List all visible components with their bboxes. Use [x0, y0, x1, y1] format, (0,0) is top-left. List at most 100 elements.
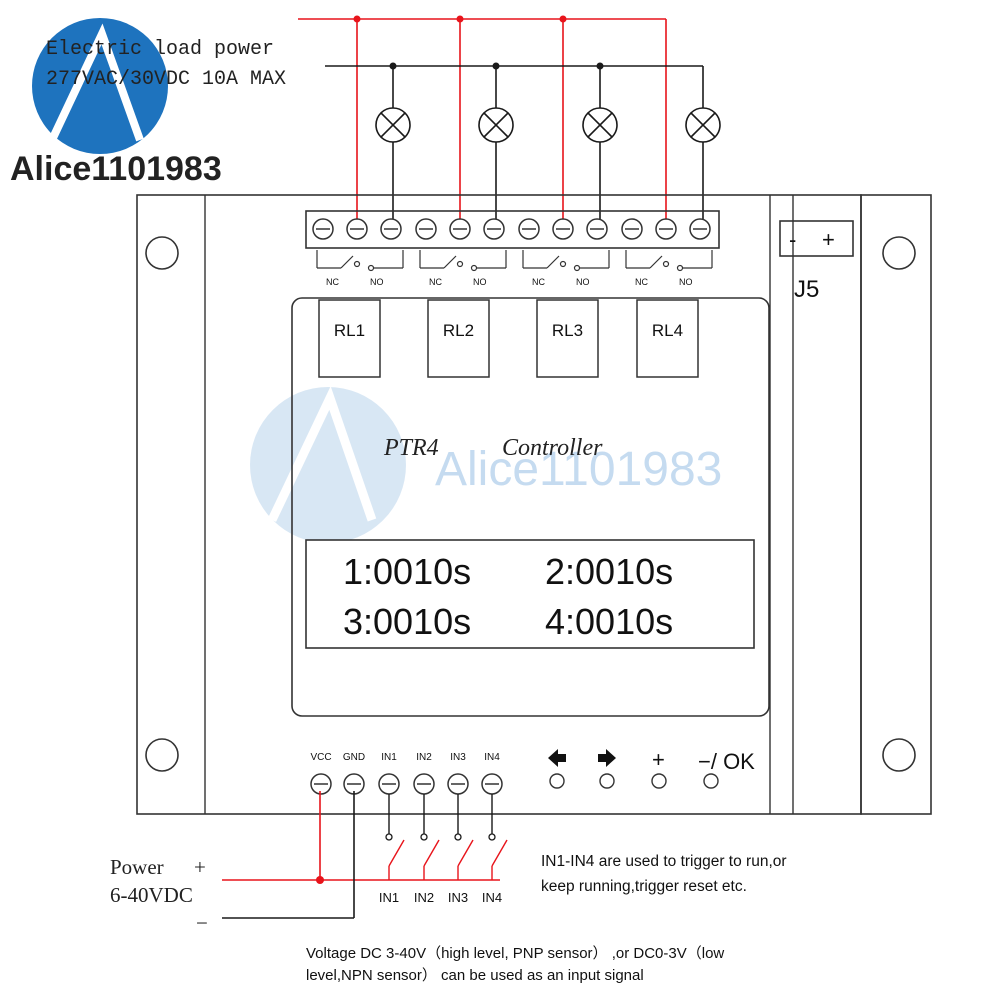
input-switch-4: IN4 [482, 794, 508, 905]
input-terminal-label: GND [343, 752, 365, 763]
relay-label: RL1 [334, 321, 365, 340]
no-label: NO [370, 277, 384, 287]
input-terminal-in2: IN2 [413, 752, 435, 795]
center-watermark-text: Alice1101983 [435, 443, 722, 496]
relay-contact-1: NC NO [316, 250, 404, 287]
output-terminal-screw-icon [380, 218, 402, 240]
brand-logo-text: Alice1101983 [10, 150, 222, 188]
output-terminal-screw-icon [552, 218, 574, 240]
voltage-note-line1: Voltage DC 3-40V（high level, PNP sensor）… [306, 945, 724, 962]
input-switch-label: IN2 [414, 890, 434, 905]
output-terminal-screw-icon [621, 218, 643, 240]
output-terminal-screw-icon [346, 218, 368, 240]
lcd-timer-1: 1:0010s [343, 551, 471, 592]
arrow-left-icon[interactable] [548, 749, 566, 767]
plus-button-label: + [652, 747, 665, 772]
relay-3: RL3 [536, 299, 599, 378]
relay-contacts: NC NO NC NO NC NO NC NO [316, 250, 713, 287]
lamp-2-icon [478, 107, 514, 143]
relay-label: RL2 [443, 321, 474, 340]
input-switch-label: IN1 [379, 890, 399, 905]
load-power-title: Electric load power [46, 38, 274, 61]
load-power-rating: 277VAC/30VDC 10A MAX [46, 68, 286, 91]
minus-ok-button-label: −/ OK [698, 749, 755, 774]
logo-letter-a-icon [48, 23, 144, 142]
power-plus: + [194, 855, 206, 879]
input-terminal-label: IN1 [381, 752, 397, 763]
mount-hole-icon [145, 236, 179, 270]
j5-label: J5 [794, 276, 819, 303]
input-switch-2: IN2 [414, 794, 440, 905]
module-title-controller: Controller [502, 435, 603, 461]
input-terminal-in4: IN4 [481, 752, 503, 795]
input-terminal-in1: IN1 [378, 752, 400, 795]
input-switch-label: IN4 [482, 890, 502, 905]
input-switch-label: IN3 [448, 890, 468, 905]
j5-plus: + [822, 227, 835, 252]
relay-label: RL4 [652, 321, 683, 340]
input-terminal-in3: IN3 [447, 752, 469, 795]
load-wiring [298, 15, 721, 229]
module-cover [291, 297, 770, 717]
nc-label: NC [429, 277, 442, 287]
output-terminal-block [305, 210, 720, 249]
module-title-model: PTR4 [383, 435, 439, 461]
nc-label: NC [532, 277, 545, 287]
output-terminal-screw-icon [483, 218, 505, 240]
j5-connector: - + J5 [779, 220, 854, 303]
plus-button[interactable] [651, 773, 667, 789]
nc-label: NC [326, 277, 339, 287]
lcd-timer-4: 4:0010s [545, 601, 673, 642]
no-label: NO [473, 277, 487, 287]
input-wiring: IN1 IN2 IN3 IN4 [222, 791, 508, 919]
relay-1: RL1 [318, 299, 381, 378]
no-label: NO [679, 277, 693, 287]
input-terminal-vcc: VCC [310, 752, 332, 795]
relay-contact-2: NC NO [419, 250, 507, 287]
arrow-right-icon[interactable] [598, 749, 616, 767]
nc-label: NC [635, 277, 648, 287]
right-button[interactable] [599, 773, 615, 789]
output-terminal-screw-icon [312, 218, 334, 240]
lamp-1-icon [375, 107, 411, 143]
input-switch-3: IN3 [448, 794, 474, 905]
relay-contact-4: NC NO [625, 250, 713, 287]
relays: RL1 RL2 RL3 RL4 [318, 299, 699, 378]
mount-hole-icon [882, 738, 916, 772]
power-label: Power [110, 855, 164, 879]
input-terminal-label: IN2 [416, 752, 432, 763]
lcd-timer-3: 3:0010s [343, 601, 471, 642]
power-voltage: 6-40VDC [110, 883, 193, 907]
input-switch-1: IN1 [379, 794, 405, 905]
relay-label: RL3 [552, 321, 583, 340]
no-label: NO [576, 277, 590, 287]
lamp-4-icon [685, 107, 721, 143]
output-terminal-screw-icon [415, 218, 437, 240]
lcd-timer-2: 2:0010s [545, 551, 673, 592]
watermark-circle-icon [250, 387, 406, 543]
input-terminal-label: IN4 [484, 752, 500, 763]
input-terminal-label: IN3 [450, 752, 466, 763]
center-watermark: Alice1101983 [250, 386, 722, 543]
output-terminal-screw-icon [586, 218, 608, 240]
input-terminals: VCC GND IN1 IN2 IN3 IN4 [310, 752, 503, 795]
minus-ok-button[interactable] [703, 773, 719, 789]
brand-logo: Alice1101983 [10, 18, 222, 188]
lcd-display: 1:0010s 2:0010s 3:0010s 4:0010s [305, 539, 755, 649]
relay-4: RL4 [636, 299, 699, 378]
voltage-note-line2: level,NPN sensor） can be used as an inpu… [306, 967, 644, 984]
left-button[interactable] [549, 773, 565, 789]
output-terminal-screw-icon [449, 218, 471, 240]
mount-hole-icon [882, 236, 916, 270]
output-terminal-screw-icon [518, 218, 540, 240]
button-panel: + −/ OK [548, 747, 755, 789]
relay-contact-3: NC NO [522, 250, 610, 287]
output-terminal-screw-icon [655, 218, 677, 240]
lamp-3-icon [582, 107, 618, 143]
j5-minus: - [789, 227, 796, 252]
relay-2: RL2 [427, 299, 490, 378]
trigger-note-line2: keep running,trigger reset etc. [541, 878, 747, 895]
power-minus: − [196, 911, 208, 935]
mount-hole-icon [145, 738, 179, 772]
